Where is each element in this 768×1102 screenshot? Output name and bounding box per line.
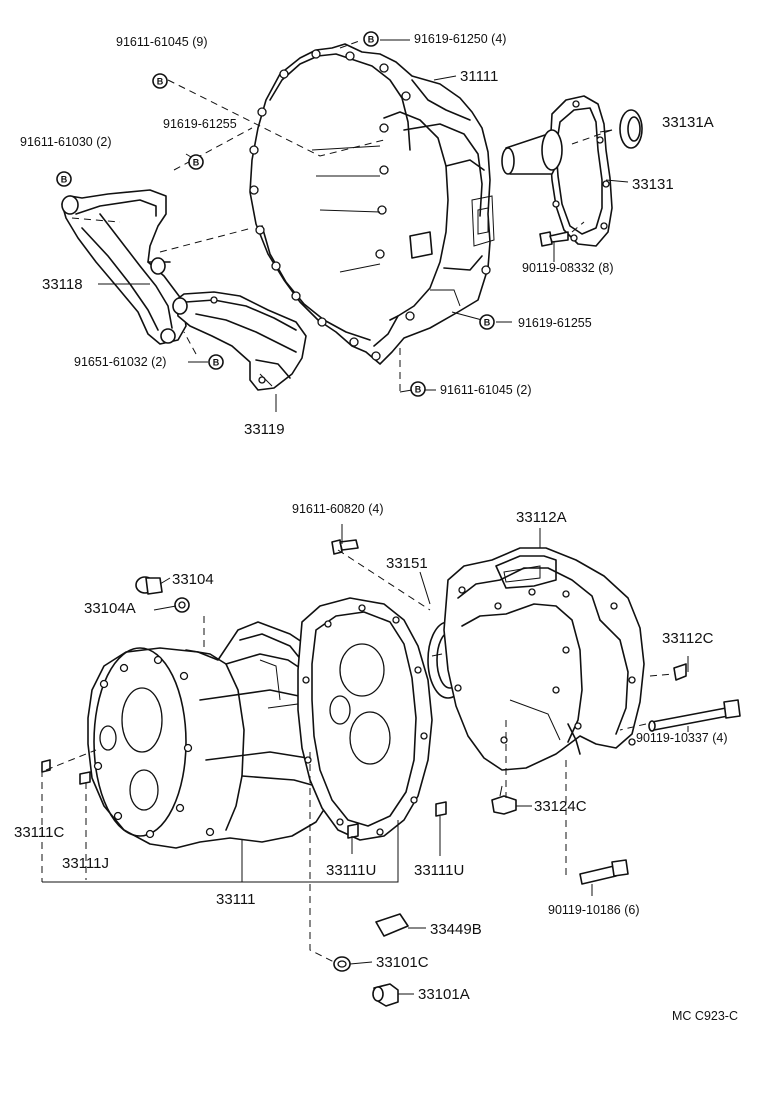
label-31111: 31111 [460, 68, 498, 85]
diagram-code: MC C923-C [672, 1009, 738, 1023]
clip-33449B [375, 913, 409, 937]
label-33449B: 33449B [430, 921, 482, 938]
switch-33124C [491, 785, 517, 815]
b-badge-91619-61255-right: B [479, 314, 495, 330]
bolt-91611-60820 [331, 539, 359, 555]
label-91611-60820-4: 91611-60820 (4) [292, 502, 384, 516]
bolt-90119-10186 [579, 859, 629, 885]
svg-text:B: B [193, 158, 200, 168]
label-33111J: 33111J [62, 855, 109, 872]
label-33111C: 33111C [14, 824, 64, 841]
bottom-assembly-guide-lines [41, 524, 689, 995]
label-91619-61250-4: 91619-61250 (4) [414, 32, 506, 46]
label-33124C: 33124C [534, 798, 587, 815]
svg-text:B: B [61, 175, 68, 185]
label-33111: 33111 [216, 891, 256, 908]
pin-33111J [79, 771, 91, 785]
label-33101A: 33101A [418, 986, 470, 1003]
b-badge-91611-61030: B [56, 171, 72, 187]
label-33101C: 33101C [376, 954, 429, 971]
label-90119-08332-8: 90119-08332 (8) [522, 261, 614, 275]
b-badge-91619-61250: B [363, 31, 379, 47]
label-91611-61030-2: 91611-61030 (2) [20, 135, 112, 149]
svg-text:B: B [213, 358, 220, 368]
transmission-case-33111 [87, 621, 337, 849]
clutch-housing-31111 [249, 43, 495, 365]
engine-mount-bracket-33119 [172, 291, 307, 391]
gasket-33101C [333, 956, 351, 972]
bolt-90119-10337 [648, 699, 741, 732]
b-badge-91611-61045-9: B [152, 73, 168, 89]
label-33119: 33119 [244, 421, 285, 438]
b-badge-91611-61045-2: B [410, 381, 426, 397]
plug-33104 [135, 576, 163, 595]
intermediate-plate [297, 597, 433, 841]
label-33118: 33118 [42, 276, 83, 293]
label-33151: 33151 [386, 555, 428, 572]
label-33111U-right: 33111U [414, 862, 464, 879]
extension-housing-33112A [443, 547, 645, 771]
oil-seal-33131A [619, 109, 643, 149]
label-33112A: 33112A [516, 509, 567, 526]
bearing-retainer-33131 [501, 95, 613, 247]
label-90119-10337-4: 90119-10337 (4) [636, 731, 728, 745]
pin-33111U-right [435, 801, 447, 817]
label-33112C: 33112C [662, 630, 714, 647]
b-badge-91651-61032: B [208, 354, 224, 370]
label-91619-61255-top: 91619-61255 [163, 117, 237, 131]
svg-text:B: B [484, 318, 491, 328]
label-90119-10186-6: 90119-10186 (6) [548, 903, 640, 917]
b-badge-91619-61255-top: B [188, 154, 204, 170]
pin-33111U-left [347, 823, 359, 839]
plug-33101A [372, 983, 399, 1007]
label-91611-61045-2: 91611-61045 (2) [440, 383, 532, 397]
label-33104A: 33104A [84, 600, 136, 617]
svg-text:B: B [368, 35, 375, 45]
pin-33112C [673, 663, 687, 681]
label-33104: 33104 [172, 571, 214, 588]
bolt-90119-08332 [539, 231, 569, 247]
label-91651-61032-2: 91651-61032 (2) [74, 355, 166, 369]
label-33131A: 33131A [662, 114, 714, 131]
svg-text:B: B [157, 77, 164, 87]
label-91619-61255-right: 91619-61255 [518, 316, 592, 330]
label-33111U-left: 33111U [326, 862, 376, 879]
gasket-33104A [174, 597, 190, 613]
pin-33111C [41, 759, 51, 773]
label-33131: 33131 [632, 176, 674, 193]
label-91611-61045-9: 91611-61045 (9) [116, 35, 208, 49]
svg-text:B: B [415, 385, 422, 395]
engine-mount-bracket-33118 [61, 189, 187, 345]
